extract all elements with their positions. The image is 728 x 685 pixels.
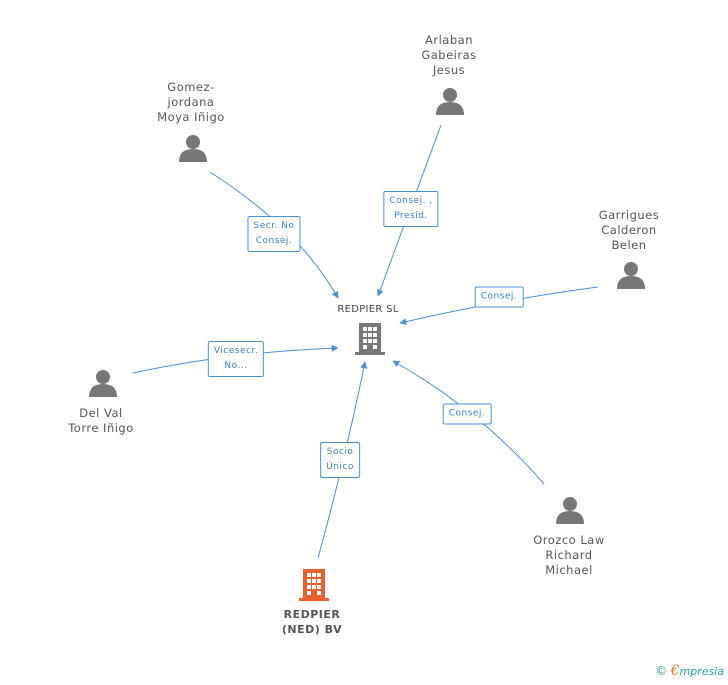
center-company-label[interactable]: REDPIER SL [337,304,399,315]
person-label-arlaban[interactable]: Arlaban Gabeiras Jesus [421,33,477,77]
brand-e-icon: € [670,663,680,679]
person-icon[interactable] [617,261,645,293]
role-box-garrigues[interactable]: Consej. [474,286,524,308]
person-icon[interactable] [436,87,464,119]
role-box-arlaban[interactable]: Consej. , Presid. [383,191,439,227]
person-label-garrigues[interactable]: Garrigues Calderon Belen [598,208,660,252]
person-icon[interactable] [556,496,584,528]
role-box-orozco[interactable]: Consej. [442,403,492,425]
empresia-logo: © €mpresia [655,663,724,679]
person-label-orozco[interactable]: Orozco Law Richard Michael [533,533,605,577]
company-building-icon[interactable] [299,567,329,605]
person-label-gomez[interactable]: Gomez- jordana Moya Iñigo [157,80,225,124]
role-box-delval[interactable]: Vicesecr. No... [207,341,265,377]
role-box-gomez[interactable]: Secr. No Consej. [247,216,301,252]
building-icon[interactable] [355,321,385,359]
brand-name: mpresia [679,665,724,678]
person-icon[interactable] [89,369,117,401]
person-label-delval[interactable]: Del Val Torre Iñigo [68,406,134,435]
company-label-redpier-ned[interactable]: REDPIER (NED) BV [281,608,343,636]
copyright-symbol: © [655,664,668,678]
person-icon[interactable] [179,134,207,166]
role-box-redpier-ned[interactable]: Socio Único [320,442,360,478]
